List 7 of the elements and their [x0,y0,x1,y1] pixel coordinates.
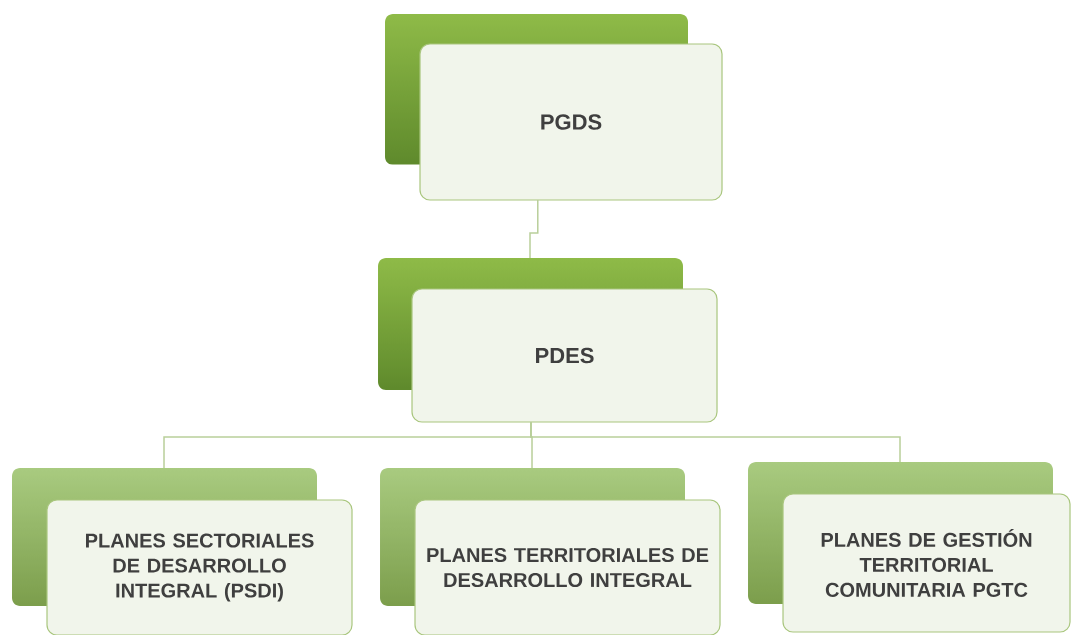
connector [530,421,901,463]
card: PDES [411,288,718,423]
card: PLANES TERRITORIALES DE DESARROLLO INTEGRAL [414,499,721,635]
card: PLANES DE GESTIÓN TERRITORIAL COMUNITARIA PGTC [782,493,1071,633]
card: PLANES SECTORIALES DE DESARROLLO INTEGRAL (PSDI) [46,499,353,635]
connector [529,199,539,259]
card: PGDS [419,43,723,201]
